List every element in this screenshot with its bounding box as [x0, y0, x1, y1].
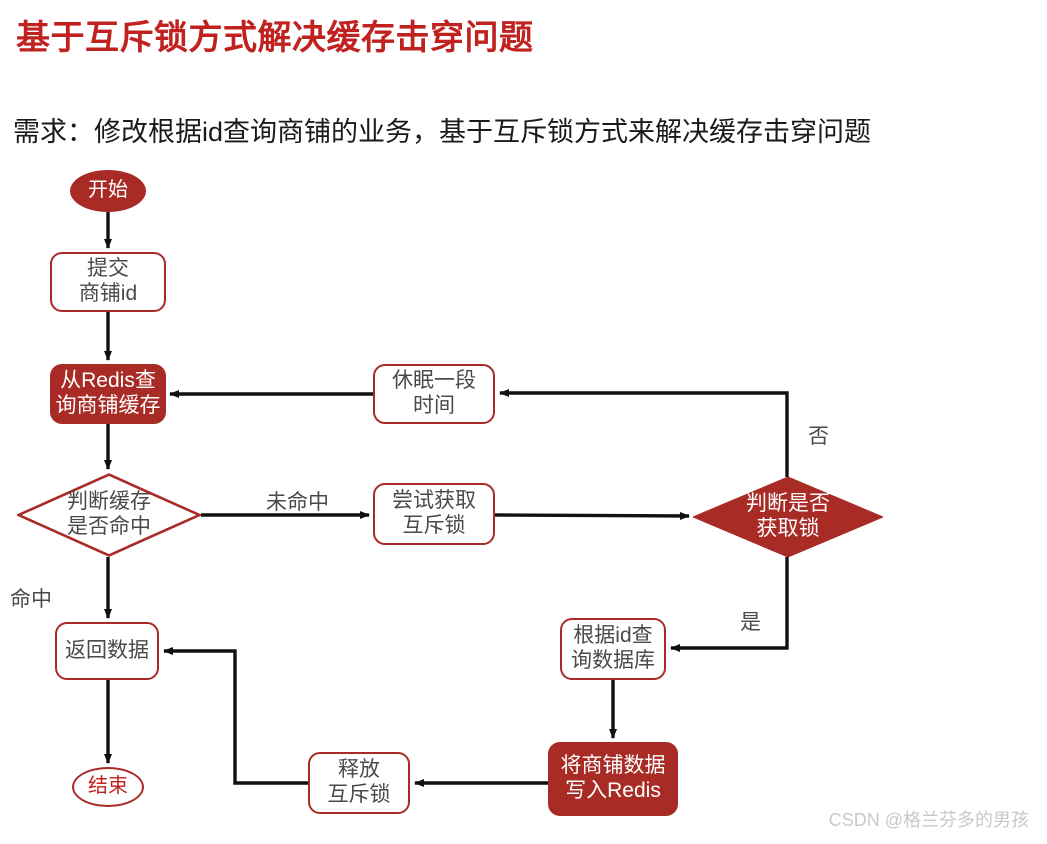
node-return-data[interactable]: 返回数据: [55, 622, 159, 680]
diamond-shape-outline: [17, 473, 201, 557]
edge-label-no: 否: [808, 425, 829, 448]
edge-try-lock-to-lock-check: [494, 511, 690, 520]
watermark: CSDN @格兰芬多的男孩: [828, 810, 1029, 830]
node-end-label: 结束: [88, 775, 128, 798]
node-query-redis-cache[interactable]: 从Redis查 询商铺缓存: [50, 364, 166, 424]
node-cache-hit-decision[interactable]: 判断缓存 是否命中: [17, 473, 201, 557]
node-query-database-by-id-label: 根据id查 询数据库: [571, 624, 655, 672]
edge-lock-check-to-sleep: [499, 389, 789, 477]
edge-release-lock-to-return-data: [163, 647, 308, 785]
edge-lock-check-to-query-db: [670, 557, 789, 652]
node-query-database-by-id[interactable]: 根据id查 询数据库: [560, 618, 666, 680]
node-write-shop-data-to-redis[interactable]: 将商铺数据 写入Redis: [548, 742, 678, 816]
node-sleep-a-while[interactable]: 休眠一段 时间: [373, 364, 495, 424]
node-return-data-label: 返回数据: [65, 638, 149, 662]
node-sleep-a-while-label: 休眠一段 时间: [392, 369, 476, 417]
node-lock-acquired-decision-label: 判断是否 获取锁: [746, 492, 830, 540]
page-title: 基于互斥锁方式解决缓存击穿问题: [16, 19, 534, 57]
node-cache-hit-decision-label: 判断缓存 是否命中: [67, 490, 151, 538]
diamond-shape-filled: [693, 477, 883, 557]
edge-label-cache-miss: 未命中: [266, 491, 329, 514]
node-release-mutex-label: 释放 互斥锁: [327, 758, 391, 806]
node-try-acquire-mutex[interactable]: 尝试获取 互斥锁: [373, 483, 495, 545]
node-end[interactable]: 结束: [72, 767, 144, 807]
node-submit-shop-id[interactable]: 提交 商铺id: [50, 252, 166, 312]
node-start-label: 开始: [88, 179, 128, 202]
page-subtitle: 需求：修改根据id查询商铺的业务，基于互斥锁方式来解决缓存击穿问题: [13, 117, 872, 147]
node-submit-shop-id-label: 提交 商铺id: [78, 257, 138, 305]
node-query-redis-cache-label: 从Redis查 询商铺缓存: [55, 369, 161, 417]
node-write-shop-data-to-redis-label: 将商铺数据 写入Redis: [560, 754, 666, 802]
node-start[interactable]: 开始: [70, 170, 146, 212]
edge-label-cache-hit: 命中: [10, 588, 52, 611]
node-release-mutex[interactable]: 释放 互斥锁: [308, 752, 410, 814]
node-lock-acquired-decision[interactable]: 判断是否 获取锁: [693, 477, 883, 557]
node-try-acquire-mutex-label: 尝试获取 互斥锁: [392, 489, 476, 537]
edge-label-yes: 是: [740, 611, 761, 634]
